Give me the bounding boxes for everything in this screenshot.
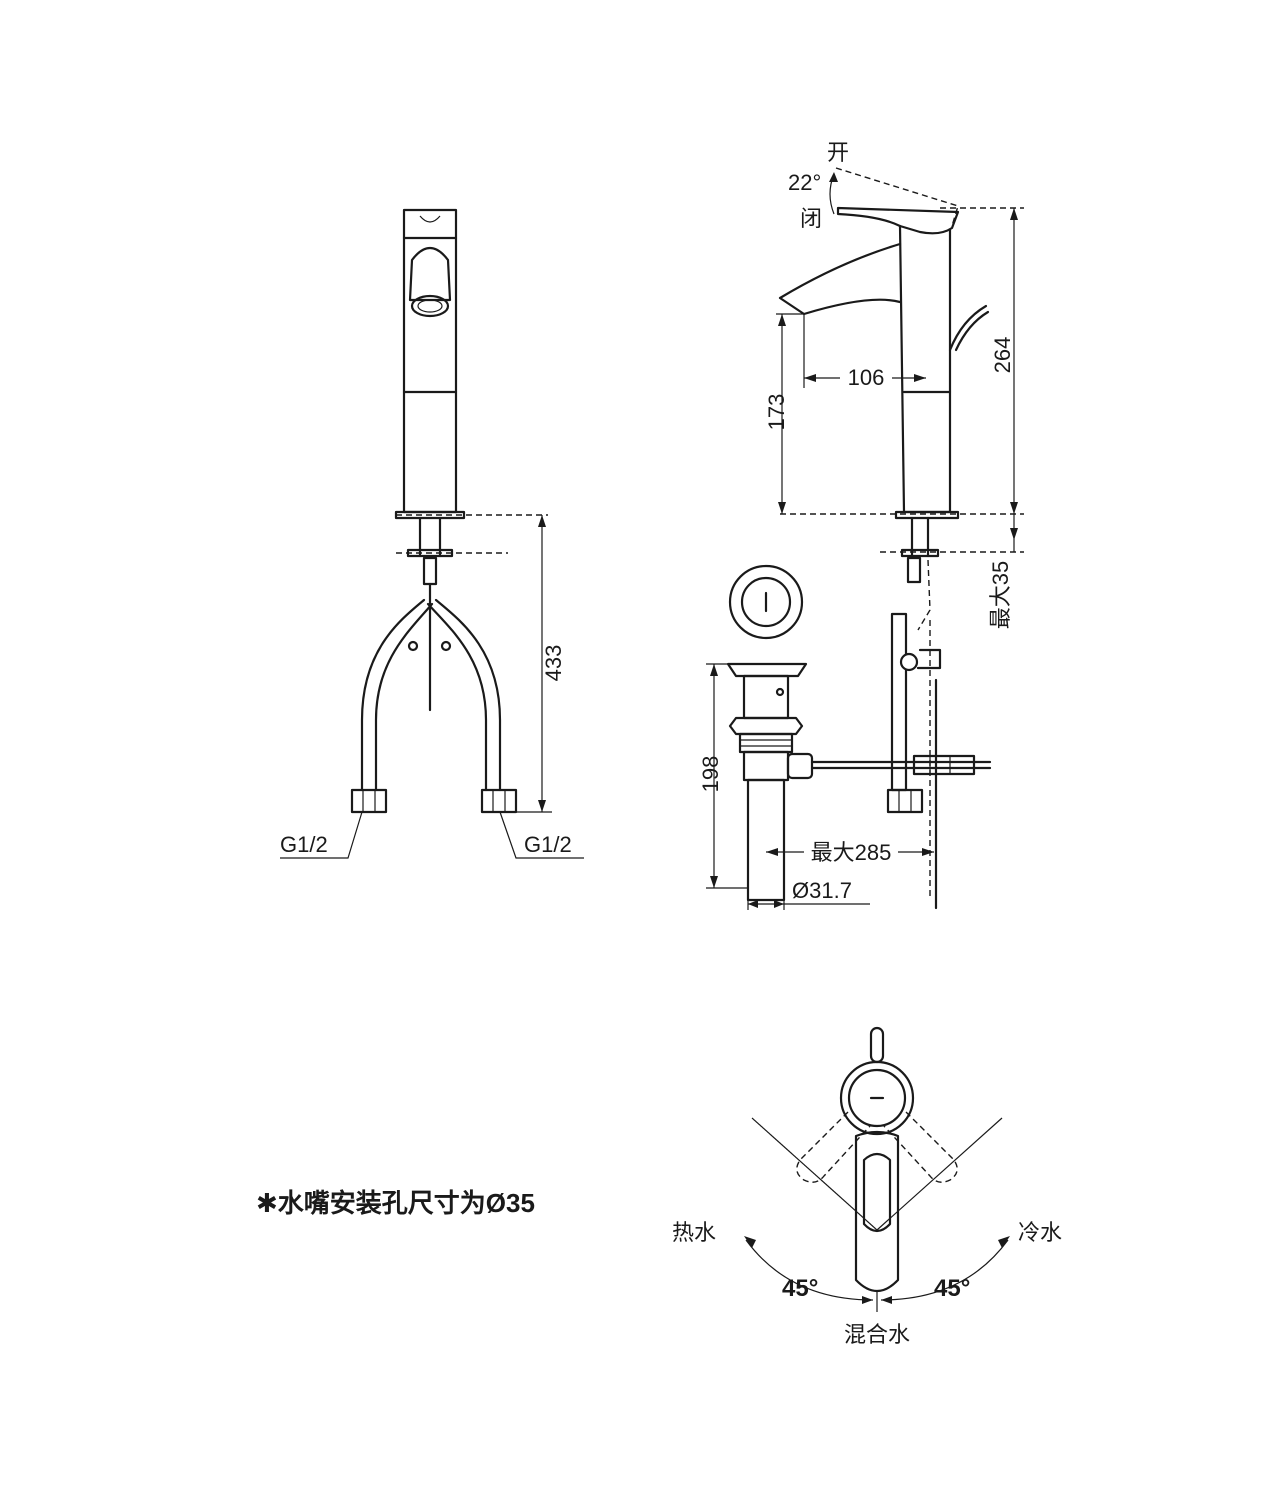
side-dim-173-label: 173	[764, 394, 789, 431]
front-handle-mark	[419, 215, 441, 223]
top-angle-left-label: 45°	[782, 1275, 818, 1302]
drain-tailpiece	[746, 778, 786, 902]
side-dim-173-arrow-bottom	[778, 502, 786, 514]
drain-dim-285-arrow-right	[922, 848, 934, 856]
side-lock-washer	[900, 548, 940, 558]
front-hose-right-inner	[426, 602, 488, 792]
front-dim-433-arrow-bottom	[538, 800, 546, 812]
front-view: 433 G1/2 G1/2	[280, 208, 584, 859]
front-nut	[422, 556, 438, 586]
side-nut	[906, 556, 922, 584]
drain-dim-dia-arrow-left	[748, 900, 758, 908]
front-leader-right	[499, 811, 584, 859]
side-handle-open-position	[835, 167, 959, 227]
front-aerator	[410, 294, 450, 318]
drain-body-upper	[742, 674, 790, 720]
side-body	[898, 224, 952, 514]
installation-note: ✱水嘴安装孔尺寸为Ø35	[256, 1188, 535, 1218]
drain-tee	[742, 750, 790, 782]
drain-dim-285-arrow-left	[766, 848, 778, 856]
top-angle-line-cold	[876, 1117, 1003, 1231]
side-handle-close-label: 闭	[800, 206, 822, 231]
front-hose-right-outer	[434, 598, 502, 792]
side-dim-106-arrow-left	[804, 374, 816, 382]
side-pull-rod-dashed	[917, 559, 931, 631]
drain-dim-198-arrow-top	[710, 664, 718, 676]
top-lever-hot-position	[796, 1111, 871, 1183]
front-hose-left-inner	[374, 602, 434, 792]
top-angle-arc-left	[745, 1239, 874, 1301]
drain-strap-screw	[899, 652, 919, 672]
top-arc-arrow-mid-right	[881, 1296, 892, 1304]
drain-lock-nut	[728, 716, 804, 736]
side-dim-35-arrow	[1010, 528, 1018, 540]
side-dim-35-label: 最大35	[988, 561, 1013, 629]
front-dim-433-label: 433	[541, 645, 566, 682]
side-dim-106-label: 106	[848, 365, 885, 390]
front-spout	[408, 246, 452, 302]
drain-plug-top-inner	[740, 576, 792, 628]
top-lever	[854, 1130, 900, 1293]
drain-pivot-nut	[786, 752, 814, 780]
front-inlet-right-label: G1/2	[524, 832, 572, 857]
drain-dim-198-label: 198	[698, 756, 723, 793]
top-mixed-label: 混合水	[844, 1322, 910, 1347]
drain-overflow-hole	[775, 687, 785, 697]
drain-dim-285-bg	[804, 838, 898, 864]
top-lever-cold-position	[883, 1111, 958, 1183]
top-hot-label: 热水	[672, 1220, 716, 1245]
top-arc-arrow-mid-left	[862, 1296, 873, 1304]
side-handle-open-label: 开	[827, 140, 849, 165]
top-body-inner	[847, 1068, 907, 1128]
drain-strap-clamp	[916, 648, 942, 670]
front-fitting-right	[480, 788, 518, 814]
front-hose-clip-left	[407, 640, 419, 652]
top-angle-right-label: 45°	[934, 1275, 970, 1302]
front-hose-clip-right	[440, 640, 452, 652]
drain-dim-198-arrow-bottom	[710, 876, 718, 888]
drain-flange	[726, 662, 808, 678]
side-dim-264-label: 264	[990, 337, 1015, 374]
top-arc-arrow-cold	[998, 1236, 1010, 1248]
front-fitting-left	[350, 788, 388, 814]
side-dim-264-arrow-bottom	[1010, 502, 1018, 514]
front-dim-433-arrow-top	[538, 515, 546, 527]
side-dim-264-arrow-top	[1010, 208, 1018, 220]
front-inlet-left-label: G1/2	[280, 832, 328, 857]
side-handle-angle-label: 22°	[788, 170, 821, 195]
side-handle	[836, 206, 960, 235]
side-popup-lever-inner	[954, 310, 990, 352]
top-angle-line-hot	[751, 1117, 878, 1231]
side-dim-173-arrow-top	[778, 314, 786, 326]
drain-dim-dia-arrow-right	[774, 900, 784, 908]
side-popup-lever	[948, 304, 988, 352]
side-fitting	[886, 788, 924, 814]
side-spout-outlet	[779, 297, 805, 315]
drain-dim-dia-label: Ø31.7	[792, 878, 852, 903]
front-aerator-inner	[417, 299, 443, 313]
drain-plug-top-outer	[728, 564, 804, 640]
top-lever-inner	[862, 1152, 892, 1233]
front-hose-left-outer	[360, 598, 426, 792]
top-view: 热水 冷水 45° 45° 混合水	[672, 1026, 1062, 1347]
drain-thread	[738, 732, 794, 754]
side-base-flange	[894, 510, 960, 520]
top-arc-arrow-hot	[744, 1236, 756, 1248]
side-dim-106-arrow-right	[914, 374, 926, 382]
side-handle-arc-arrow	[829, 172, 838, 182]
drain-assembly: 198 最大285 Ø31.7	[698, 564, 992, 910]
drain-lift-strap	[890, 612, 908, 792]
drain-dim-285-label: 最大285	[811, 840, 892, 865]
top-cold-label: 冷水	[1018, 1220, 1062, 1245]
drain-rod-clip	[912, 754, 976, 776]
front-handle-cap	[402, 208, 458, 240]
top-angle-arc-right	[880, 1239, 1009, 1301]
side-dim-106-bg	[840, 364, 892, 390]
side-spout	[778, 242, 902, 316]
side-view: 开 22° 闭 264 最大35 173	[764, 140, 1024, 631]
front-leader-left	[280, 811, 363, 859]
top-popup-rod	[869, 1026, 885, 1064]
